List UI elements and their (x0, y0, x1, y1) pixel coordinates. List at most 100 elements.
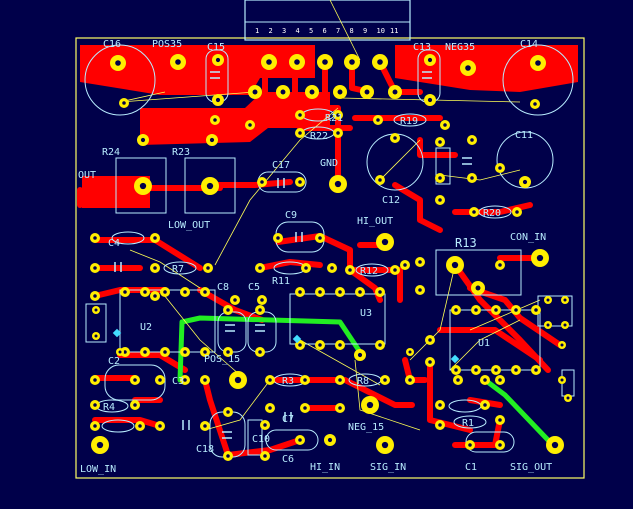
pad (206, 134, 218, 146)
pad (160, 347, 170, 357)
pad (180, 375, 190, 385)
pad (333, 128, 343, 138)
component-pads (90, 54, 572, 461)
pad (511, 305, 521, 315)
label-r19: R19 (400, 116, 418, 127)
connector-pin-number: 8 (350, 27, 354, 35)
pad (564, 394, 572, 402)
label-u3: U3 (360, 308, 372, 319)
label-r24: R24 (102, 147, 120, 158)
pad (561, 321, 569, 329)
pad (200, 375, 210, 385)
label-low-out: LOW_OUT (168, 220, 210, 231)
label-r13: R13 (455, 236, 477, 250)
pad (201, 177, 219, 195)
pad (289, 54, 305, 70)
pad (544, 296, 552, 304)
pad (375, 175, 385, 185)
pad (92, 306, 100, 314)
board-outline (75, 37, 585, 479)
pad (295, 110, 305, 120)
pad (90, 263, 100, 273)
pad (406, 348, 414, 356)
pad (200, 287, 210, 297)
pad (376, 233, 394, 251)
connector-pin-number: 5 (309, 27, 313, 35)
pad (495, 440, 505, 450)
pad (317, 54, 333, 70)
pad (558, 341, 566, 349)
pad (200, 347, 210, 357)
pad (255, 305, 265, 315)
label-c13: C13 (413, 42, 431, 53)
pad (265, 375, 275, 385)
pad (180, 347, 190, 357)
pad (257, 177, 267, 187)
connector-pin-number: 3 (282, 27, 286, 35)
label-c12: C12 (382, 195, 400, 206)
pad (435, 400, 445, 410)
copper-traces-bottom (177, 315, 551, 443)
label-r1: R1 (462, 418, 474, 429)
label-c16: C16 (103, 39, 121, 50)
pad (295, 287, 305, 297)
pad (90, 291, 100, 301)
pad (375, 287, 385, 297)
pad (435, 420, 445, 430)
connector-pin-number: 10 (377, 27, 385, 35)
label-c7: C7 (282, 414, 294, 425)
label-low-in: LOW_IN (80, 464, 116, 475)
pad (260, 451, 270, 461)
pad (405, 375, 415, 385)
silkscreen-labels: C16 POS35 C15 C13 NEG35 C14 R22 R21 R19 … (78, 39, 552, 475)
pad (390, 265, 400, 275)
pad (329, 175, 347, 193)
pad (544, 321, 552, 329)
pad (90, 233, 100, 243)
pad (435, 137, 445, 147)
capacitor-symbols (114, 71, 472, 439)
pad (295, 435, 305, 445)
pad (375, 340, 385, 350)
label-c6: C6 (282, 454, 294, 465)
pad (150, 233, 160, 243)
label-pos35: POS35 (152, 39, 182, 50)
pad (305, 85, 319, 99)
ic-pin1-markers (112, 328, 460, 364)
label-sig-out: SIG_OUT (510, 462, 552, 473)
label-c1: C1 (465, 462, 477, 473)
pad (130, 375, 140, 385)
label-c11: C11 (515, 130, 533, 141)
label-gnd: GND (320, 158, 338, 169)
pad (460, 60, 476, 76)
pad (150, 263, 160, 273)
label-c8: C8 (217, 282, 229, 293)
pad (467, 173, 477, 183)
pad (530, 99, 540, 109)
pad (531, 249, 549, 267)
pad (344, 54, 360, 70)
pad (315, 287, 325, 297)
pad (335, 287, 345, 297)
label-r11: R11 (272, 276, 290, 287)
pad (140, 287, 150, 297)
pad (335, 375, 345, 385)
pad (519, 176, 531, 188)
pad (453, 375, 463, 385)
pad (495, 415, 505, 425)
pad (134, 177, 152, 195)
pad (212, 54, 224, 66)
pad (491, 305, 501, 315)
pad (137, 134, 149, 146)
pad (465, 440, 475, 450)
pad (150, 291, 160, 301)
pad (155, 421, 165, 431)
pad (446, 256, 464, 274)
pad (90, 421, 100, 431)
pad (512, 207, 522, 217)
pad (119, 98, 129, 108)
pad (495, 163, 505, 173)
ratsnest-lines (119, 0, 541, 431)
label-neg35: NEG35 (445, 42, 475, 53)
